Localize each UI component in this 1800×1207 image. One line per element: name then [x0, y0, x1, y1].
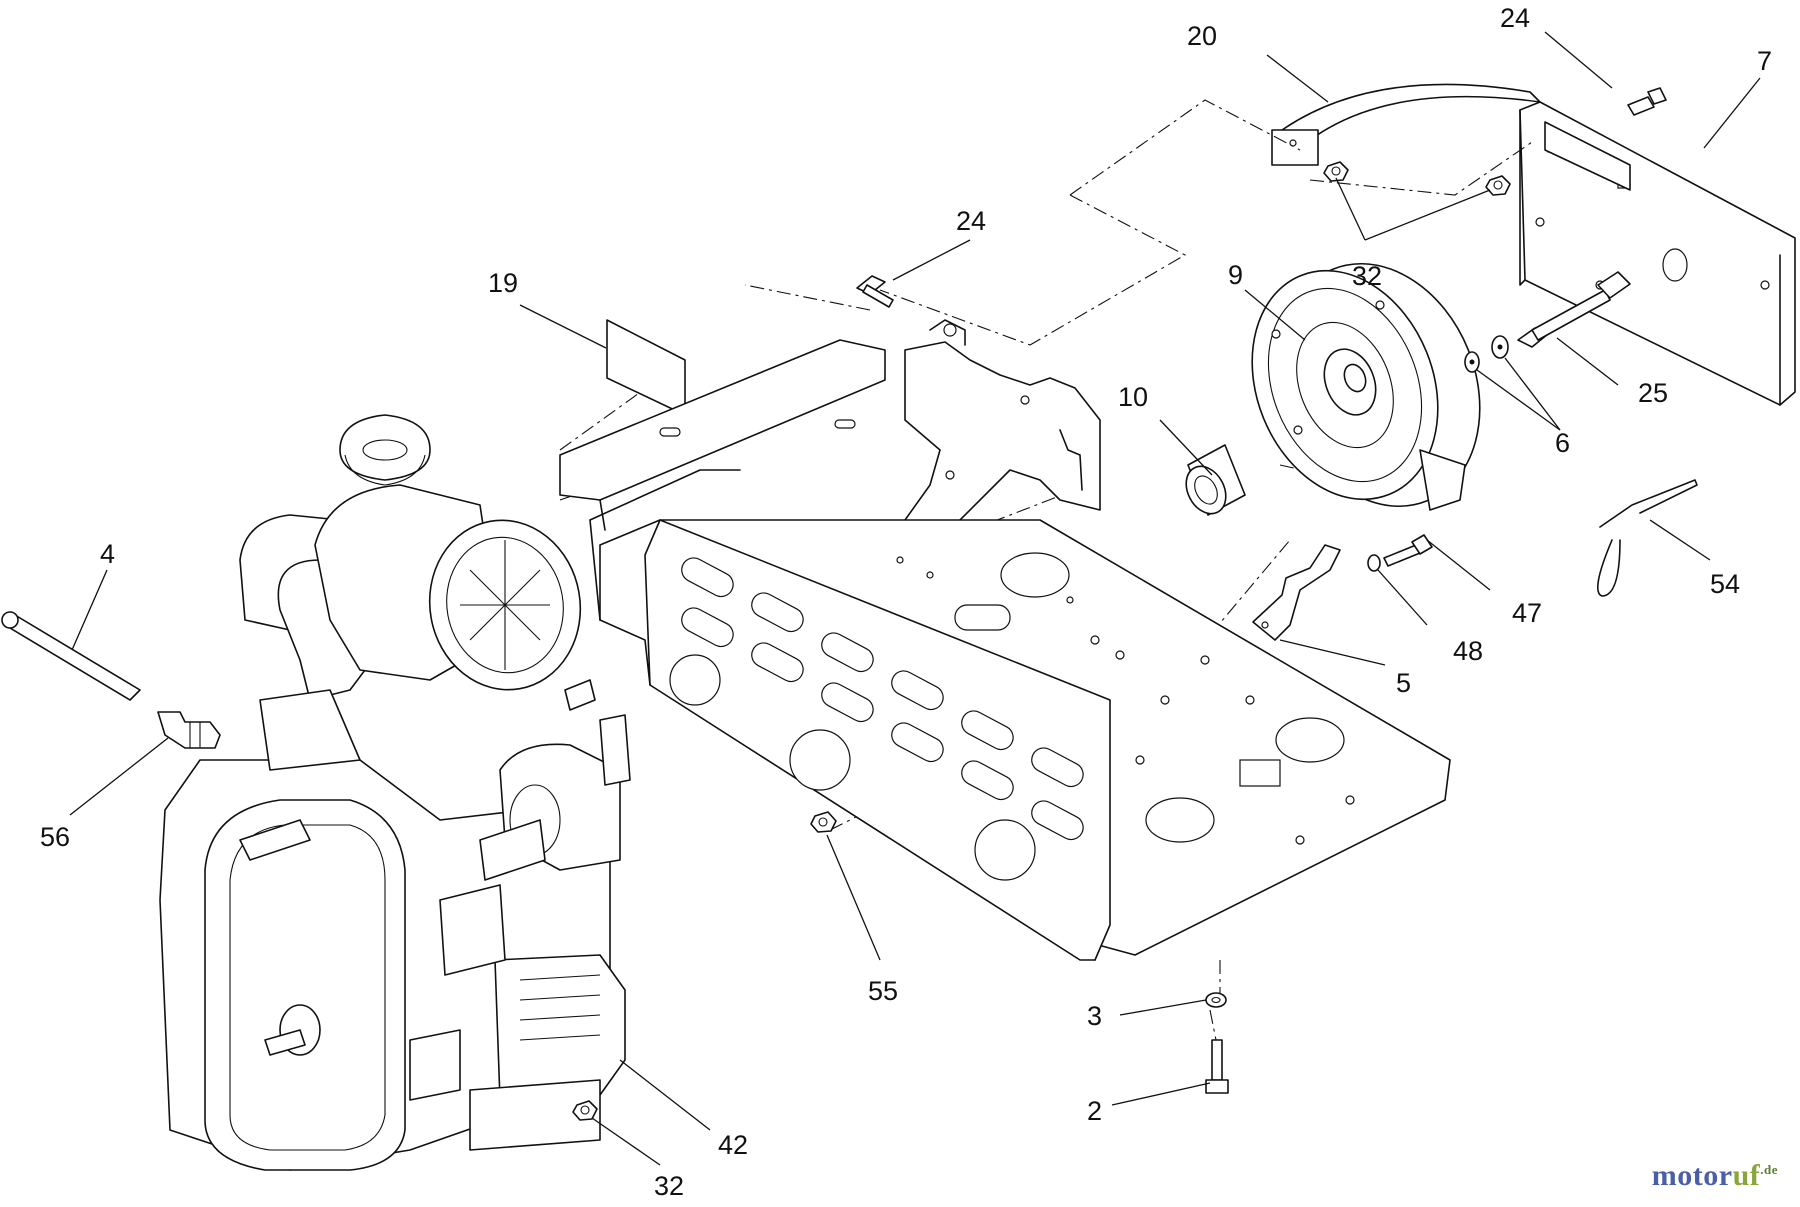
- washers-6: [1464, 335, 1509, 373]
- washer-3: [1205, 992, 1227, 1008]
- callout-25: 25: [1638, 378, 1668, 408]
- cable-tie-54: [1596, 479, 1698, 597]
- callout-55: 55: [868, 976, 898, 1006]
- frame-side-slots: [669, 557, 1084, 881]
- callout-4: 4: [100, 539, 115, 569]
- electric-clutch-9: [1251, 262, 1481, 511]
- callout-20: 20: [1187, 21, 1217, 51]
- bolt-2: [1205, 1039, 1229, 1094]
- bolt-24-upper: [1627, 87, 1667, 116]
- nut-32-upper: [1323, 161, 1511, 196]
- washer-48: [1367, 554, 1381, 572]
- callout-6: 6: [1555, 428, 1570, 458]
- callout-3: 3: [1087, 1001, 1102, 1031]
- callout-10: 10: [1118, 382, 1148, 412]
- callout-19: 19: [488, 268, 518, 298]
- frame-crossbar: [559, 339, 886, 531]
- spacer-10: [1185, 444, 1246, 516]
- leader-lines: [69, 31, 1761, 1166]
- decal-19: [606, 319, 686, 416]
- callout-32-bottom: 32: [654, 1171, 684, 1201]
- nut-55: [810, 811, 837, 833]
- deck-holes: [896, 552, 1355, 845]
- callout-5: 5: [1396, 668, 1411, 698]
- fitting-56: [157, 711, 221, 749]
- curved-bracket-20: [1271, 83, 1631, 191]
- engine-deck-frame: [589, 469, 1451, 961]
- bolt-47: [1383, 534, 1433, 567]
- callout-47: 47: [1512, 598, 1542, 628]
- callout-54: 54: [1710, 569, 1740, 599]
- callout-2: 2: [1087, 1096, 1102, 1126]
- bolt-25: [1517, 271, 1631, 348]
- bracket-5: [1252, 544, 1341, 641]
- nut-32-lower: [572, 1100, 598, 1121]
- callout-32-top: 32: [1352, 261, 1382, 291]
- hose-4: [1, 611, 141, 701]
- bolt-24-middle: [856, 275, 894, 308]
- callout-42: 42: [718, 1130, 748, 1160]
- callout-24-top: 24: [1500, 3, 1530, 33]
- callout-48: 48: [1453, 636, 1483, 666]
- frame-upright: [904, 319, 1101, 536]
- brand-tld: .de: [1760, 1162, 1778, 1177]
- callout-labels: 20 24 7 32 9 24 19 10 25 6 54 47 48 5 4 …: [40, 3, 1772, 1201]
- engine: [159, 414, 631, 1171]
- callout-9: 9: [1228, 260, 1243, 290]
- callout-7: 7: [1757, 46, 1772, 76]
- callout-56: 56: [40, 822, 70, 852]
- brand-watermark: motoruf.de: [1652, 1159, 1778, 1193]
- callout-24-middle: 24: [956, 206, 986, 236]
- brand-name: motoruf: [1651, 1159, 1761, 1192]
